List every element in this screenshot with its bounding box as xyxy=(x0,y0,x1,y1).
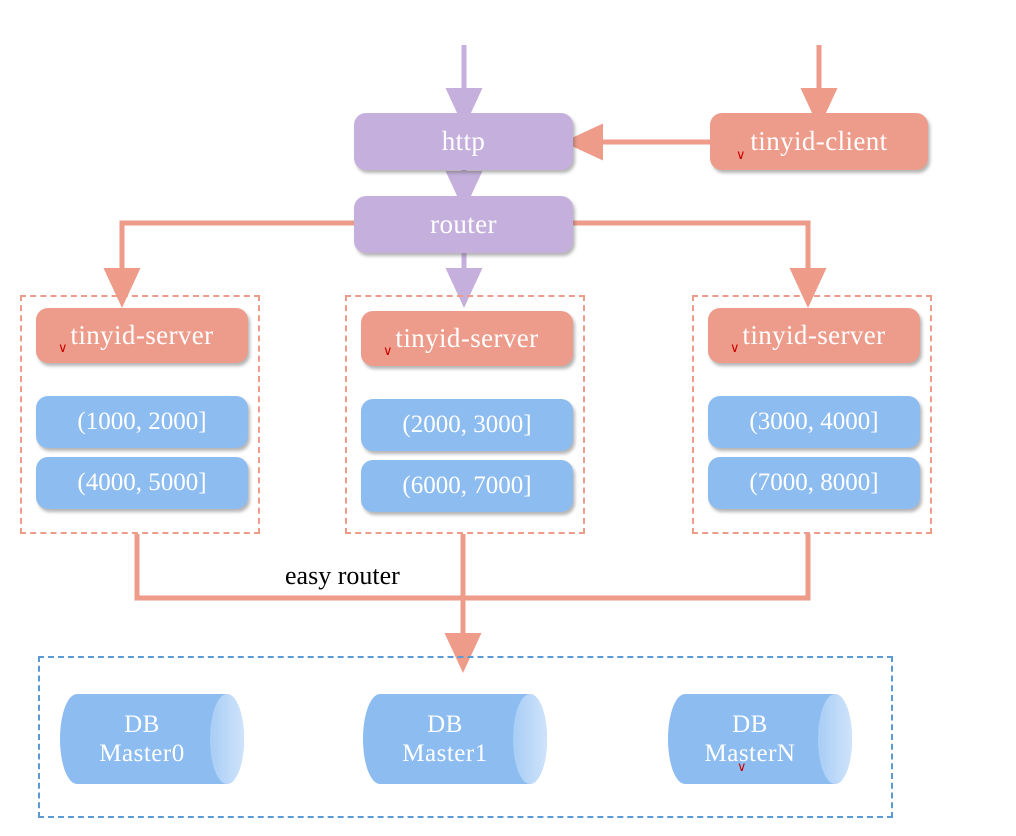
db-0-line1: DB xyxy=(124,710,160,738)
server-2-range-1[interactable]: (7000, 8000] xyxy=(708,457,920,509)
server-2-range-1-label: (7000, 8000] xyxy=(749,469,879,496)
server-0-range-1[interactable]: (4000, 5000] xyxy=(36,457,248,509)
db-cylinder-0[interactable]: DB Master0 xyxy=(59,693,251,785)
server-2-range-0[interactable]: (3000, 4000] xyxy=(708,396,920,448)
wire-router-to-server-0 xyxy=(103,220,354,308)
spellcheck-squiggle-icon: ∨ xyxy=(383,344,393,359)
spellcheck-squiggle-icon: ∨ xyxy=(736,148,746,163)
server-2-title-label: tinyid-server xyxy=(742,320,886,350)
server-1-range-1[interactable]: (6000, 7000] xyxy=(361,460,573,512)
db-cylinder-2[interactable]: DB MasterN ∨ xyxy=(667,693,859,785)
server-1-range-1-label: (6000, 7000] xyxy=(402,472,532,499)
server-0-range-1-label: (4000, 5000] xyxy=(77,469,207,496)
wire-server-2-to-merge xyxy=(463,534,811,601)
spellcheck-squiggle-icon: ∨ xyxy=(737,760,747,775)
db-cylinder-1[interactable]: DB Master1 xyxy=(362,693,554,785)
server-2-title[interactable]: tinyid-server ∨ xyxy=(708,308,920,363)
db-0-line2: Master0 xyxy=(99,740,185,767)
db-1-line1: DB xyxy=(427,710,463,738)
node-http[interactable]: http xyxy=(354,113,573,170)
db-cylinder-2-label: DB MasterN xyxy=(667,693,859,785)
server-1-title-label: tinyid-server xyxy=(395,323,539,353)
spellcheck-squiggle-icon: ∨ xyxy=(730,341,740,356)
node-tinyid-client[interactable]: tinyid-client ∨ xyxy=(710,113,928,170)
node-router-label: router xyxy=(430,209,497,239)
server-1-title[interactable]: tinyid-server ∨ xyxy=(361,311,573,366)
server-group-2: tinyid-server ∨ (3000, 4000] (7000, 8000… xyxy=(692,295,932,534)
server-2-range-0-label: (3000, 4000] xyxy=(749,408,879,435)
server-0-title-label: tinyid-server xyxy=(70,320,214,350)
wire-router-to-server-2 xyxy=(573,220,827,308)
server-0-range-0-label: (1000, 2000] xyxy=(77,408,207,435)
spellcheck-squiggle-icon: ∨ xyxy=(58,341,68,356)
db-cylinder-0-label: DB Master0 xyxy=(59,693,251,785)
server-1-range-0-label: (2000, 3000] xyxy=(402,411,532,438)
db-1-line2: Master1 xyxy=(402,740,488,767)
server-group-1: tinyid-server ∨ (2000, 3000] (6000, 7000… xyxy=(345,295,585,534)
edge-label-easy-router: easy router xyxy=(285,561,400,590)
db-2-line1: DB xyxy=(732,710,768,738)
cylinder-shape-icon xyxy=(363,694,547,784)
node-tinyid-client-label: tinyid-client xyxy=(750,126,888,156)
server-0-range-0[interactable]: (1000, 2000] xyxy=(36,396,248,448)
db-master-group: DB Master0 DB Master1 xyxy=(38,656,893,818)
db-cylinder-1-label: DB Master1 xyxy=(362,693,554,785)
server-0-title[interactable]: tinyid-server ∨ xyxy=(36,308,248,363)
cylinder-shape-icon xyxy=(60,694,244,784)
node-router[interactable]: router xyxy=(354,196,573,253)
server-1-range-0[interactable]: (2000, 3000] xyxy=(361,399,573,451)
server-group-0: tinyid-server ∨ (1000, 2000] (4000, 5000… xyxy=(20,295,260,534)
cylinder-shape-icon xyxy=(668,694,852,784)
node-http-label: http xyxy=(441,126,486,156)
db-2-line2: MasterN xyxy=(704,740,796,767)
